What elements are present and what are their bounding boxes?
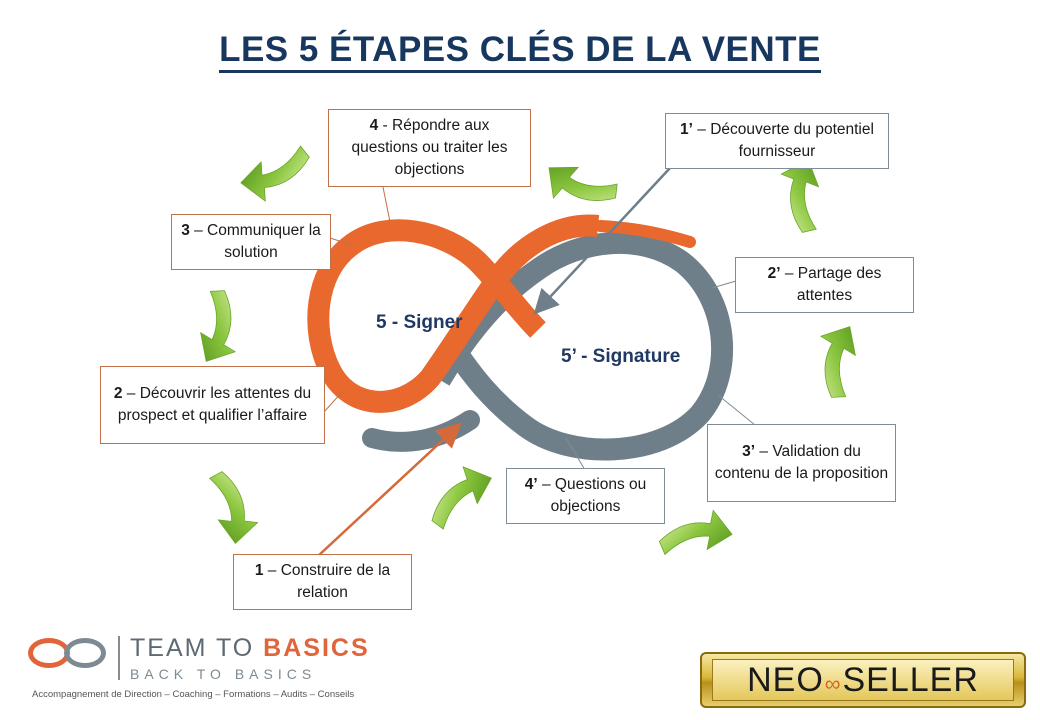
orange-tail: [594, 220, 696, 248]
page-title-text: LES 5 ÉTAPES CLÉS DE LA VENTE: [219, 30, 821, 73]
step-3p-text: 3’ – Validation du contenu de la proposi…: [714, 441, 889, 485]
logo-subline: Accompagnement de Direction – Coaching –…: [32, 689, 355, 700]
gray-loop: [430, 231, 734, 461]
step-4p-text: 4’ – Questions ou objections: [513, 474, 658, 518]
step-3-text: 3 – Communiquer la solution: [178, 220, 324, 264]
step-1-label: – Construire de la relation: [263, 562, 391, 601]
step-4p-number: 4’: [524, 476, 538, 493]
center-label-signer: 5 - Signer: [376, 312, 463, 333]
step-1p-label: – Découverte du potentiel fournisseur: [692, 121, 874, 160]
step-3p-label: – Validation du contenu de la propositio…: [714, 443, 889, 482]
step-1p-box: 1’ – Découverte du potentiel fournisseur: [665, 113, 889, 169]
step-2-box: 2 – Découvrir les attentes du prospect e…: [100, 366, 325, 444]
center-label-signature: 5’ - Signature: [561, 346, 681, 367]
connector-2p: [711, 280, 737, 289]
step-3p-number: 3’: [742, 443, 756, 460]
green-arrow: [236, 139, 318, 208]
green-arrow: [541, 159, 622, 214]
team-to-basics-logo: TEAM TO BASICS BACK TO BASICS Accompagne…: [28, 632, 368, 702]
green-arrow: [420, 457, 498, 536]
step-2p-box: 2’ – Partage des attentes: [735, 257, 914, 313]
neo-seller-text: NEO∞SELLER: [747, 661, 979, 700]
connector-4p: [565, 437, 586, 471]
logo-tagline: BACK TO BASICS: [130, 666, 317, 682]
green-arrow: [654, 506, 735, 562]
logo-brand-a: TEAM TO: [130, 634, 264, 662]
green-arrow: [197, 288, 241, 365]
page-title: LES 5 ÉTAPES CLÉS DE LA VENTE: [0, 30, 1040, 73]
gray-tail: [362, 410, 480, 452]
logo-brand-b: BASICS: [263, 634, 370, 662]
step-4p-label: – Questions ou objections: [537, 476, 647, 515]
step-1p-text: 1’ – Découverte du potentiel fournisseur: [672, 119, 882, 163]
pointer-arrow-1: [317, 422, 462, 557]
step-3p-box: 3’ – Validation du contenu de la proposi…: [707, 424, 896, 502]
step-1-box: 1 – Construire de la relation: [233, 554, 412, 610]
step-2-label: – Découvrir les attentes du prospect et …: [117, 385, 312, 424]
pointer-arrow-1p: [533, 167, 671, 315]
step-4p-box: 4’ – Questions ou objections: [506, 468, 665, 524]
green-arrow: [202, 465, 263, 547]
connector-2: [323, 391, 343, 413]
step-4-box: 4 - Répondre aux questions ou traiter le…: [328, 109, 531, 187]
connector-4: [382, 186, 391, 223]
step-2-text: 2 – Découvrir les attentes du prospect e…: [107, 383, 318, 427]
infinity-icon: ∞: [824, 670, 842, 696]
neo-seller-plate: NEO∞SELLER: [712, 659, 1014, 701]
seller-text: SELLER: [842, 660, 979, 699]
step-4-label: - Répondre aux questions ou traiter les …: [351, 117, 508, 178]
connector-3p: [717, 394, 756, 426]
step-3-number: 3: [181, 222, 190, 239]
step-1p-number: 1’: [680, 121, 693, 138]
connector-3: [329, 237, 356, 247]
logo-brand: TEAM TO BASICS: [130, 634, 370, 663]
step-2p-label: – Partage des attentes: [780, 265, 882, 304]
green-arrow: [779, 158, 823, 235]
step-4-number: 4: [369, 117, 379, 134]
orange-loop: [307, 214, 600, 413]
step-1-text: 1 – Construire de la relation: [240, 560, 405, 604]
step-1-number: 1: [254, 562, 264, 579]
logo-ring-gray: [64, 638, 106, 668]
step-2p-number: 2’: [767, 265, 781, 282]
green-arrow: [815, 323, 859, 400]
step-2-number: 2: [113, 385, 123, 402]
step-4-text: 4 - Répondre aux questions ou traiter le…: [335, 115, 524, 181]
neo-text: NEO: [747, 660, 824, 699]
step-3-box: 3 – Communiquer la solution: [171, 214, 331, 270]
step-3-label: – Communiquer la solution: [189, 222, 321, 261]
logo-divider: [118, 636, 120, 680]
neo-seller-logo: NEO∞SELLER: [700, 652, 1026, 708]
step-2p-text: 2’ – Partage des attentes: [742, 263, 907, 307]
